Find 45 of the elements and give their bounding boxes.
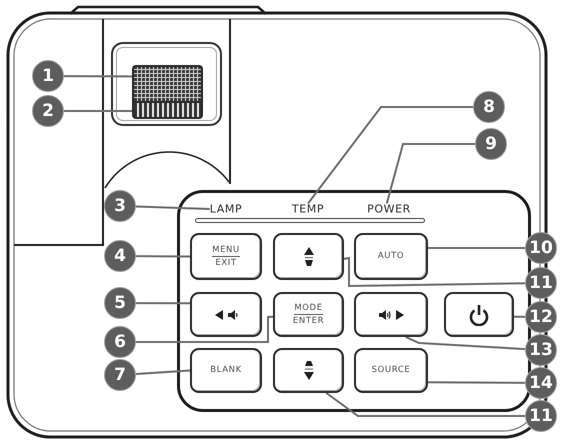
callout-number: 1 xyxy=(32,60,64,92)
panel-button: AUTO xyxy=(354,233,428,280)
callout-number: 11 xyxy=(525,400,557,432)
callout-number: 2 xyxy=(32,95,64,127)
panel-button xyxy=(190,292,262,337)
panel-button: MENU EXIT xyxy=(190,233,262,280)
panel-button: BLANK xyxy=(190,348,262,393)
indicator-label: POWER xyxy=(367,204,411,214)
panel-button xyxy=(273,233,344,280)
leader-line xyxy=(307,106,473,204)
leader-line xyxy=(386,143,475,204)
knurled-ring xyxy=(132,65,203,103)
panel-button: SOURCE xyxy=(354,348,428,393)
callout-number: 13 xyxy=(525,334,557,366)
leader-line xyxy=(136,255,190,258)
callout-number: 5 xyxy=(104,287,136,319)
leader-line xyxy=(64,75,132,78)
leader-line xyxy=(64,110,132,112)
callout-number: 11 xyxy=(525,267,557,299)
indicator-label: TEMP xyxy=(292,204,324,214)
ribbed-ring xyxy=(132,103,203,119)
callout-number: 10 xyxy=(525,232,557,264)
panel-button xyxy=(444,292,514,337)
leader-line xyxy=(428,381,525,384)
leader-line xyxy=(428,247,525,249)
leader-line xyxy=(136,370,190,375)
leader-line xyxy=(405,336,526,350)
leader-line xyxy=(136,316,274,343)
panel-button xyxy=(273,348,344,393)
panel-button xyxy=(354,292,428,337)
callout-number: 9 xyxy=(475,128,507,160)
callout-number: 7 xyxy=(104,359,136,391)
callout-number: 14 xyxy=(525,367,557,399)
callout-number: 6 xyxy=(104,326,136,358)
panel-button: MODE ENTER xyxy=(273,292,344,337)
leader-line xyxy=(136,206,210,210)
leader-line xyxy=(344,256,526,288)
callout-number: 12 xyxy=(525,301,557,333)
leader-line xyxy=(136,302,190,304)
leader-line xyxy=(514,316,525,318)
callout-number: 3 xyxy=(104,190,136,222)
leader-line xyxy=(326,392,525,417)
callout-number: 4 xyxy=(104,240,136,272)
callout-number: 8 xyxy=(473,91,505,123)
indicator-label: LAMP xyxy=(210,204,242,214)
